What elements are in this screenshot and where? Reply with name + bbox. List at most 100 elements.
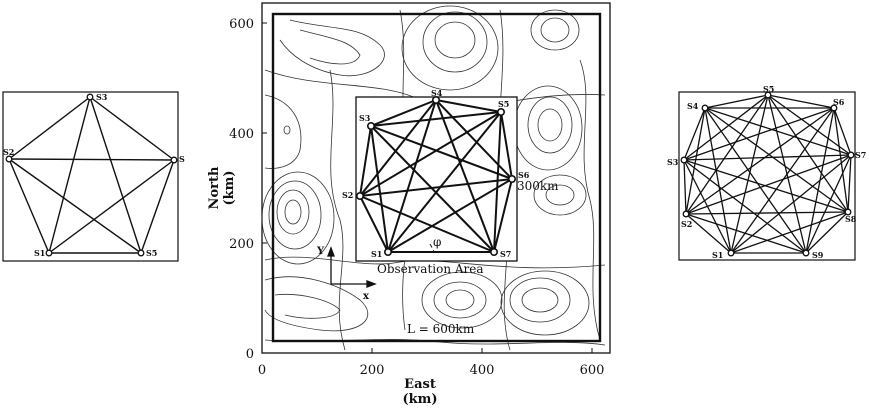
station-label: S5 xyxy=(146,248,157,258)
station-label: S8 xyxy=(845,214,857,224)
station-marker xyxy=(489,248,498,257)
station-marker xyxy=(701,104,709,112)
network-link xyxy=(683,107,706,161)
network-link xyxy=(685,213,732,254)
station-marker xyxy=(764,91,772,99)
network-link xyxy=(685,107,706,215)
x-tick-label: 200 xyxy=(360,363,385,378)
right-links xyxy=(683,94,852,254)
station-marker xyxy=(680,156,688,164)
station-marker xyxy=(355,192,364,201)
x-axis-title: East xyxy=(404,377,436,392)
x-tick-label: 400 xyxy=(470,363,495,378)
station-label: S6 xyxy=(518,170,530,180)
station-label: S2 xyxy=(681,219,692,229)
station-label: S5 xyxy=(498,99,509,109)
station-label: S7 xyxy=(855,150,866,160)
network-link xyxy=(833,107,849,213)
station-label: S1 xyxy=(34,248,45,258)
x-tick-label: 0 xyxy=(258,363,266,378)
station-marker xyxy=(844,208,852,216)
station-marker xyxy=(830,104,838,112)
y-tick-label: 400 xyxy=(229,127,254,142)
network-link xyxy=(704,107,732,254)
station-label: S3 xyxy=(96,92,108,102)
plot-frame xyxy=(261,2,611,354)
y-tick-label: 600 xyxy=(229,17,254,32)
station-marker xyxy=(496,108,505,117)
station-marker xyxy=(682,210,690,218)
station-label: S xyxy=(179,154,185,164)
map-station-markers xyxy=(355,96,516,257)
x-tick-label: 600 xyxy=(580,363,605,378)
network-link xyxy=(730,211,849,254)
domain-boundary xyxy=(271,12,602,343)
station-label: S3 xyxy=(359,113,371,123)
station-marker xyxy=(431,96,440,105)
station-marker xyxy=(170,156,178,164)
station-marker xyxy=(45,249,53,257)
network-link xyxy=(730,94,769,254)
network-link xyxy=(730,107,835,254)
coord-x-label: x xyxy=(363,291,370,302)
angle-label: φ xyxy=(433,235,441,249)
network-link xyxy=(805,211,849,254)
network-link xyxy=(767,94,835,109)
network-link xyxy=(805,154,852,254)
network-link xyxy=(685,211,849,215)
station-marker xyxy=(802,249,810,257)
station-label: S4 xyxy=(431,88,443,98)
network-link xyxy=(683,107,835,161)
right-station-markers xyxy=(680,91,855,257)
station-marker xyxy=(137,249,145,257)
station-marker xyxy=(86,93,94,101)
network-link xyxy=(683,159,687,215)
y-tick-label: 0 xyxy=(246,347,254,362)
network-link xyxy=(704,107,807,254)
y-axis-title: North xyxy=(207,166,222,209)
station-label: S2 xyxy=(3,147,14,157)
station-label: S6 xyxy=(833,97,845,107)
left-network-panel: S3 S S5 S1 S2 xyxy=(2,91,185,262)
angle-indicator xyxy=(388,243,465,253)
station-label: S9 xyxy=(812,250,824,260)
coordinate-axes xyxy=(327,246,377,288)
station-marker xyxy=(507,175,516,184)
station-label: S4 xyxy=(687,101,699,111)
x-axis-unit: (km) xyxy=(402,392,437,407)
network-link xyxy=(704,94,769,109)
network-link xyxy=(833,107,852,156)
station-marker xyxy=(727,249,735,257)
station-marker xyxy=(366,122,375,131)
y-tick-label: 200 xyxy=(229,237,254,252)
tick-marks xyxy=(261,22,593,354)
domain-label: L = 600km xyxy=(407,322,475,336)
station-marker xyxy=(383,248,392,257)
station-label: S5 xyxy=(763,84,774,94)
center-map: φ S4 S5 S3 S6 S2 S1 S7 300km Observation… xyxy=(207,2,611,407)
network-link xyxy=(683,154,852,161)
network-link xyxy=(685,94,769,215)
station-marker xyxy=(5,155,13,163)
right-network-panel: S5 S4 S6 S3 S7 S2 S8 S1 S9 xyxy=(667,84,866,261)
network-link xyxy=(683,159,807,254)
left-links xyxy=(8,96,175,254)
coord-y-label: Y xyxy=(316,246,325,257)
network-link xyxy=(767,94,849,213)
station-label: S1 xyxy=(371,249,382,259)
left-station-markers xyxy=(5,93,178,257)
left-panel-frame xyxy=(2,91,179,262)
y-axis-unit: (km) xyxy=(222,170,237,205)
network-link xyxy=(847,154,852,213)
network-link xyxy=(685,213,807,254)
network-link xyxy=(704,107,849,213)
network-link xyxy=(730,154,852,254)
station-label: S7 xyxy=(500,249,511,259)
station-label: S1 xyxy=(712,250,723,260)
network-link xyxy=(685,154,852,215)
network-link xyxy=(685,107,835,215)
station-label: S3 xyxy=(667,157,679,167)
station-marker xyxy=(847,151,855,159)
station-label: S2 xyxy=(342,190,353,200)
